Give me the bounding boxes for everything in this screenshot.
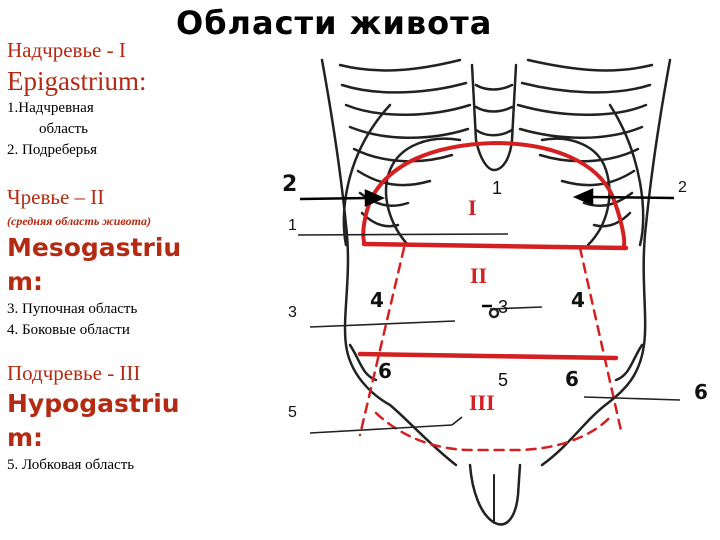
item-hypochondria: 2. Подреберья xyxy=(7,142,98,158)
page-title: Области живота xyxy=(176,4,493,42)
mesogastrium-subtitle: (средняя область живота) xyxy=(7,214,151,228)
num-1-center: 1 xyxy=(492,178,502,198)
mesogastrium-latin-cont: m: xyxy=(7,267,44,296)
num-4-left: 4 xyxy=(370,288,384,312)
torso-outline xyxy=(320,58,672,526)
num-6-left: 6 xyxy=(378,359,392,383)
item-epigastric-region-cont: область xyxy=(39,121,88,137)
item-epigastric-region: 1.Надчревная xyxy=(7,100,94,116)
num-6-right: 6 xyxy=(694,380,708,404)
num-5-center: 5 xyxy=(498,370,508,390)
region-ii-label: II xyxy=(470,263,487,288)
ribs-left xyxy=(338,58,472,228)
num-4-right: 4 xyxy=(571,288,585,312)
ribs-right xyxy=(516,58,654,228)
mesogastrium-latin: Mesogastriu xyxy=(7,233,182,262)
mesogastrium-heading: Чревье – II xyxy=(7,185,105,209)
num-2-right: 2 xyxy=(678,179,687,196)
item-lateral-regions: 4. Боковые области xyxy=(7,322,130,338)
epigastrium-heading: Надчревье - I xyxy=(7,38,126,62)
region-i-label: I xyxy=(468,195,477,220)
legend-panel: Надчревье - I Epigastrium: 1.Надчревная … xyxy=(7,36,277,476)
hypogastrium-latin: Hypogastriu xyxy=(7,389,180,418)
region-boundaries xyxy=(357,140,629,452)
abdomen-diagram: I II III 1 1 2 2 3 3 4 4 5 5 6 6 6 xyxy=(282,58,708,526)
num-1-left: 1 xyxy=(288,217,297,234)
region-labels: I II III 1 1 2 2 3 3 4 4 5 5 6 6 6 xyxy=(282,172,708,421)
num-6-mid: 6 xyxy=(565,367,579,391)
region-iii-label: III xyxy=(469,390,495,415)
hypogastrium-latin-cont: m: xyxy=(7,423,44,452)
num-2-left: 2 xyxy=(282,172,297,197)
hypogastrium-heading: Подчревье - III xyxy=(7,361,141,385)
item-pubic-region: 5. Лобковая область xyxy=(7,457,135,473)
num-5-left: 5 xyxy=(288,404,297,421)
epigastrium-latin: Epigastrium: xyxy=(7,66,147,96)
leader-lines xyxy=(297,233,681,434)
num-3-center: 3 xyxy=(498,297,508,317)
item-umbilical-region: 3. Пупочная область xyxy=(7,301,138,317)
num-3-left: 3 xyxy=(288,304,297,321)
arrows xyxy=(299,188,675,308)
